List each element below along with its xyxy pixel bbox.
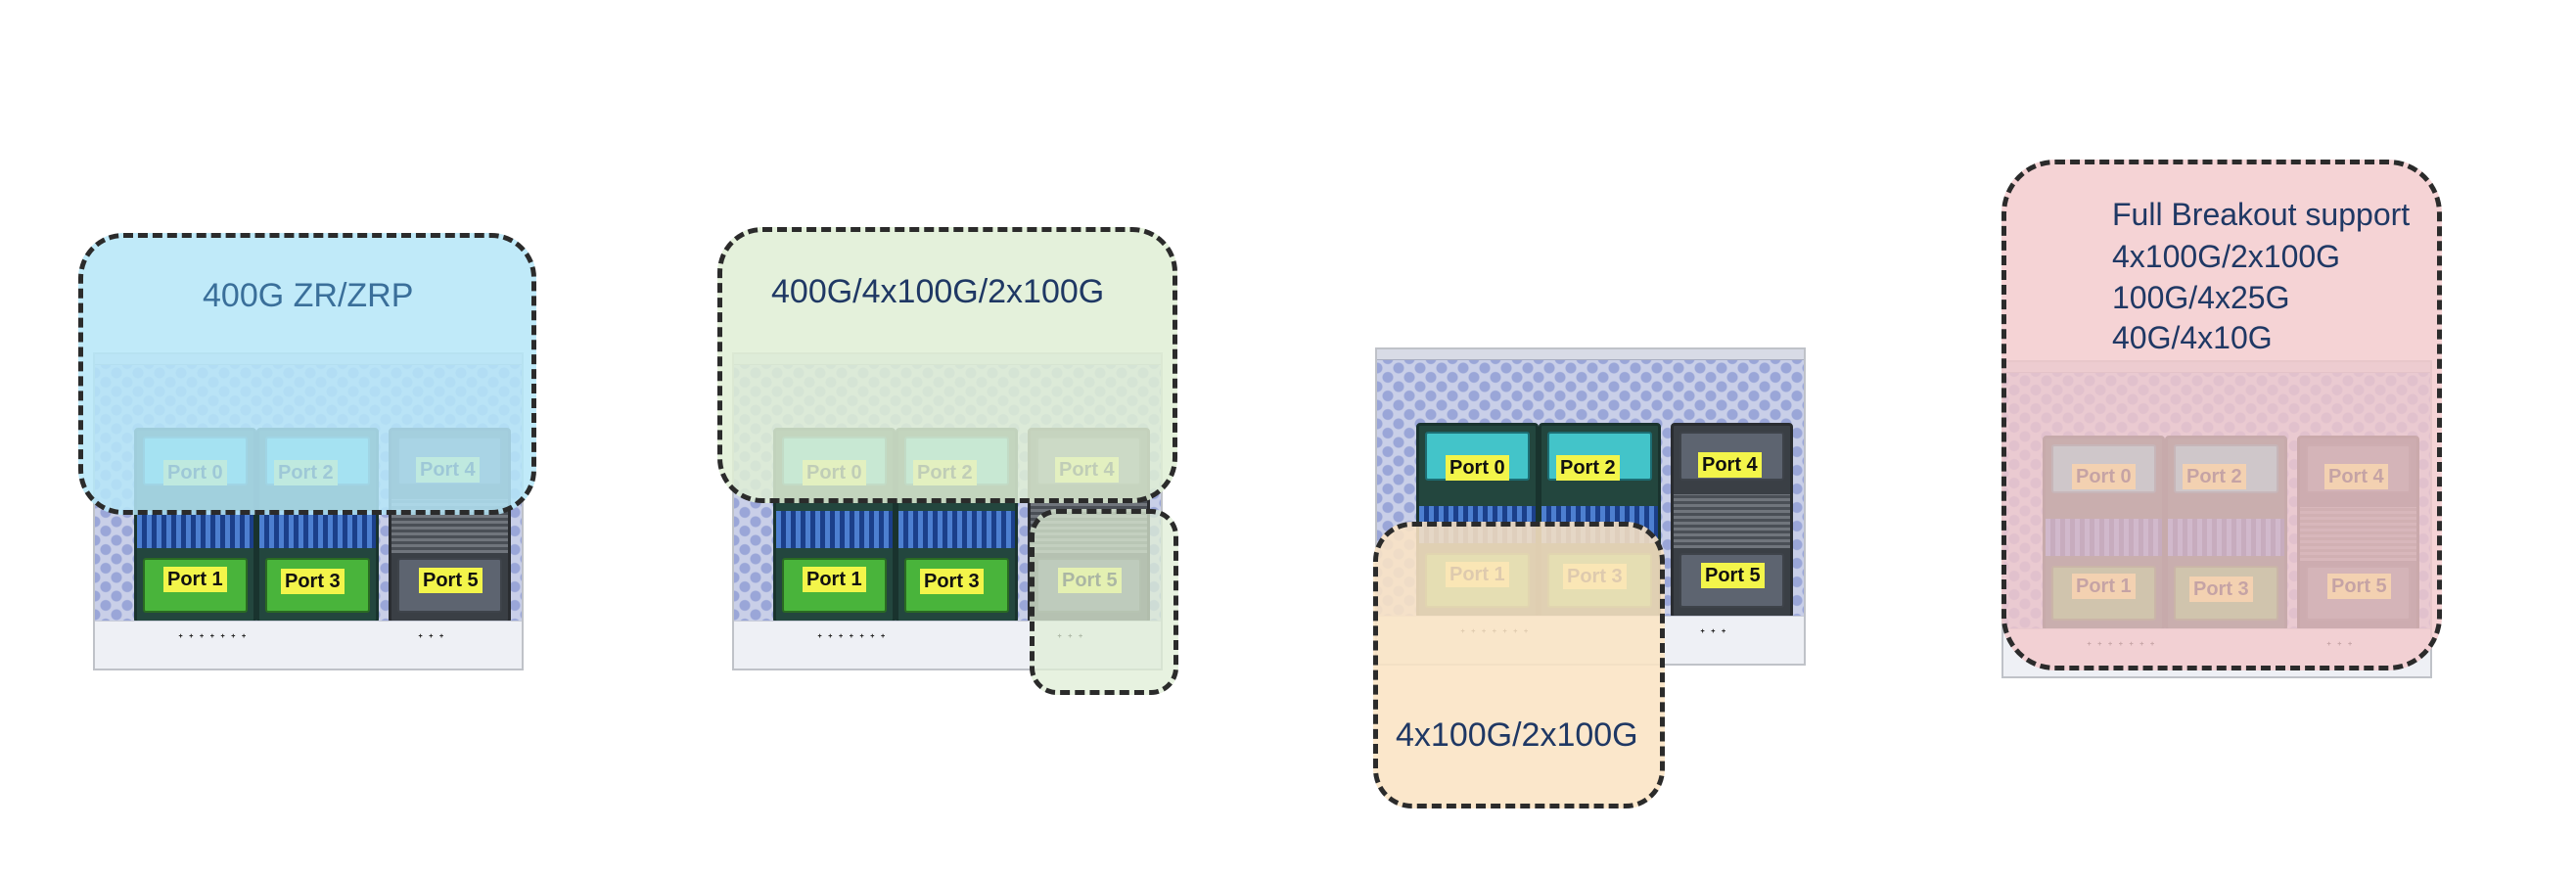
- connector-strip: [776, 511, 893, 548]
- overlay-port-5-group: [1030, 509, 1178, 695]
- port-3-label: Port 3: [920, 569, 984, 594]
- legend-glyph: ᐩ ᐩ ᐩ: [418, 631, 445, 646]
- overlay-label: 400G ZR/ZRP: [203, 277, 414, 314]
- connector-strip: [259, 511, 376, 548]
- connector-strip: [1674, 494, 1790, 548]
- connector-strip: [898, 511, 1015, 548]
- overlay-4x100g-2x100g: 4x100G/2x100G: [1373, 522, 1665, 808]
- port-4-label: Port 4: [1698, 452, 1762, 478]
- overlay-label-line-4: 40G/4x10G: [2112, 320, 2273, 355]
- port-5-label: Port 5: [1701, 563, 1765, 588]
- faceplate-legend-strip: ᐩ ᐩ ᐩ ᐩ ᐩ ᐩ ᐩ ᐩ ᐩ ᐩ: [95, 621, 522, 669]
- overlay-label-line-3: 100G/4x25G: [2112, 280, 2290, 315]
- overlay-label: 4x100G/2x100G: [1396, 716, 1638, 754]
- overlay-full-breakout: Full Breakout support 4x100G/2x100G 100G…: [2001, 160, 2442, 670]
- port-0-label: Port 0: [1446, 455, 1509, 481]
- port-1-label: Port 1: [163, 567, 227, 592]
- overlay-label-line-1: Full Breakout support: [2112, 197, 2411, 232]
- legend-glyph: ᐩ ᐩ ᐩ: [1700, 626, 1727, 641]
- port-3-label: Port 3: [281, 569, 345, 594]
- overlay-400g-breakout: 400G/4x100G/2x100G: [717, 227, 1177, 503]
- port-2-label: Port 2: [1556, 455, 1620, 481]
- overlay-400g-zr-zrp: 400G ZR/ZRP: [78, 233, 536, 515]
- port-5-slot: [397, 558, 502, 613]
- connector-strip: [137, 511, 253, 548]
- legend-glyph: ᐩ ᐩ ᐩ ᐩ ᐩ ᐩ ᐩ: [178, 631, 248, 646]
- overlay-label: 400G/4x100G/2x100G: [771, 273, 1105, 310]
- port-5-label: Port 5: [419, 568, 483, 593]
- port-1-label: Port 1: [803, 567, 866, 592]
- overlay-label-line-2: 4x100G/2x100G: [2112, 239, 2341, 274]
- legend-glyph: ᐩ ᐩ ᐩ ᐩ ᐩ ᐩ ᐩ: [817, 631, 887, 646]
- faceplate-top-strip: [1377, 349, 1804, 360]
